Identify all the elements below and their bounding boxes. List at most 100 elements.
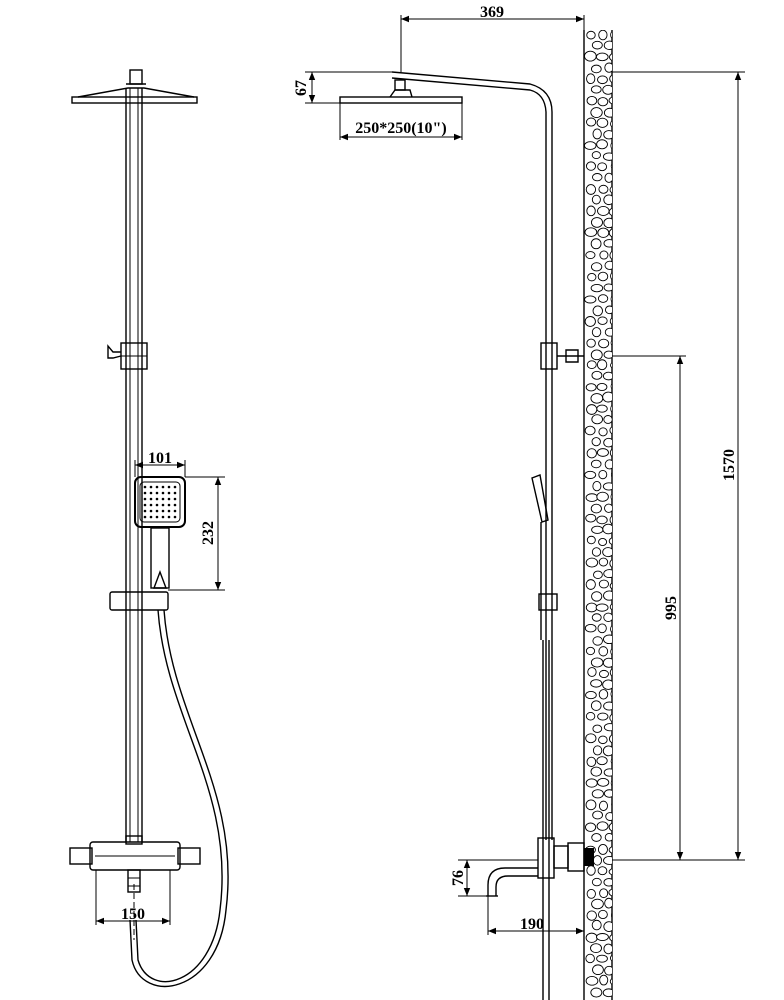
- wall-pebble: [609, 186, 612, 194]
- dim-spout-reach: 190: [520, 916, 544, 933]
- wall-pebble: [598, 669, 609, 679]
- wall-pebble: [610, 690, 612, 698]
- wall-pebble: [593, 570, 603, 580]
- wall-pebble: [584, 227, 598, 237]
- wall-pebble: [585, 932, 598, 943]
- wall-pebble: [598, 184, 609, 194]
- wall-pebble: [610, 383, 612, 390]
- front-mixer: [69, 835, 201, 893]
- wall-pebble: [591, 437, 601, 447]
- nozzle-dot: [173, 485, 177, 489]
- side-tub-spout: [486, 867, 538, 897]
- wall-pebble: [596, 933, 609, 941]
- wall-pebble: [590, 107, 603, 118]
- nozzle-dot: [173, 497, 177, 501]
- wall-pebble: [586, 360, 597, 370]
- wall-pebble: [586, 535, 596, 545]
- wall-pebble: [596, 756, 608, 766]
- wall-pebble: [585, 953, 595, 964]
- wall-pebble: [590, 503, 602, 514]
- wall-pebble: [611, 912, 612, 919]
- wall-pebble: [603, 612, 612, 623]
- wall-pebble: [596, 117, 609, 128]
- wall-pebble: [603, 943, 612, 955]
- nozzle-dot: [149, 503, 153, 507]
- wall-pebble: [597, 777, 610, 787]
- wall-pebble: [591, 151, 601, 160]
- wall-pebble: [598, 579, 609, 589]
- wall-pebble: [609, 934, 612, 942]
- wall-pebble: [605, 812, 612, 821]
- wall-pebble: [610, 493, 612, 501]
- wall-pebble: [586, 117, 597, 127]
- wall-pebble: [590, 64, 602, 74]
- wall-pebble: [603, 350, 612, 359]
- wall-pebble: [602, 988, 612, 998]
- wall-pebble: [584, 425, 596, 436]
- wall-pebble: [603, 437, 612, 448]
- dim-head-height: 67: [293, 80, 310, 96]
- wall-pebble: [609, 713, 612, 722]
- wall-pebble: [597, 623, 607, 634]
- nozzle-dot: [173, 509, 177, 513]
- wall-pebble: [591, 877, 602, 887]
- wall-pebble: [584, 470, 597, 479]
- wall-pebble: [585, 513, 597, 523]
- wall-pebble: [609, 426, 612, 435]
- nozzle-dot: [161, 497, 165, 501]
- wall-pebble: [591, 414, 604, 425]
- nozzle-dot: [155, 491, 159, 495]
- wall-pebble: [598, 646, 609, 657]
- wall-texture: [584, 30, 612, 998]
- nozzle-dot: [173, 491, 177, 495]
- wall-pebble: [592, 745, 603, 756]
- wall-pebble: [585, 778, 598, 788]
- wall-pebble: [585, 602, 598, 613]
- wall-pebble: [604, 459, 612, 470]
- wall-pebble: [609, 668, 612, 677]
- wall-pebble: [585, 251, 596, 260]
- wall-pebble: [590, 85, 602, 94]
- wall-pebble: [586, 30, 596, 40]
- wall-pebble: [586, 73, 596, 85]
- side-riser-pipe: [545, 112, 553, 840]
- wall-pebble: [604, 305, 612, 315]
- nozzle-dot: [161, 485, 165, 489]
- wall-pebble: [586, 448, 597, 459]
- wall-pebble: [610, 339, 612, 346]
- wall-pebble: [604, 503, 612, 513]
- wall-pebble: [598, 469, 608, 480]
- wall-pebble: [586, 756, 597, 767]
- wall-pebble: [609, 317, 612, 326]
- wall-pebble: [609, 53, 612, 61]
- wall-pebble: [604, 327, 612, 337]
- dimension-lines: [95, 15, 745, 935]
- wall-pebble: [603, 590, 612, 601]
- wall-pebble: [591, 194, 601, 205]
- wall-pebble: [597, 294, 609, 303]
- wall-pebble: [610, 30, 612, 39]
- wall-pebble: [602, 657, 612, 668]
- wall-pebble: [585, 712, 596, 721]
- wall-pebble: [604, 260, 612, 270]
- wall-pebble: [611, 802, 612, 807]
- nozzle-dot: [149, 509, 153, 513]
- wall-pebble: [609, 250, 612, 260]
- wall-pebble: [604, 172, 612, 183]
- wall-pebble: [603, 921, 612, 932]
- wall-pebble: [610, 163, 612, 169]
- wall-pebble: [608, 228, 612, 238]
- nozzle-dot: [173, 503, 177, 507]
- wall-pebble: [598, 735, 608, 745]
- wall: [583, 30, 613, 1000]
- wall-pebble: [602, 523, 612, 535]
- wall-pebble: [598, 689, 609, 700]
- nozzle-dot: [143, 503, 147, 507]
- wall-pebble: [604, 62, 612, 73]
- wall-pebble: [609, 603, 612, 611]
- wall-pebble: [602, 634, 612, 645]
- wall-pebble: [603, 415, 612, 424]
- wall-pebble: [610, 271, 612, 281]
- wall-pebble: [603, 723, 612, 732]
- wall-pebble: [608, 537, 612, 545]
